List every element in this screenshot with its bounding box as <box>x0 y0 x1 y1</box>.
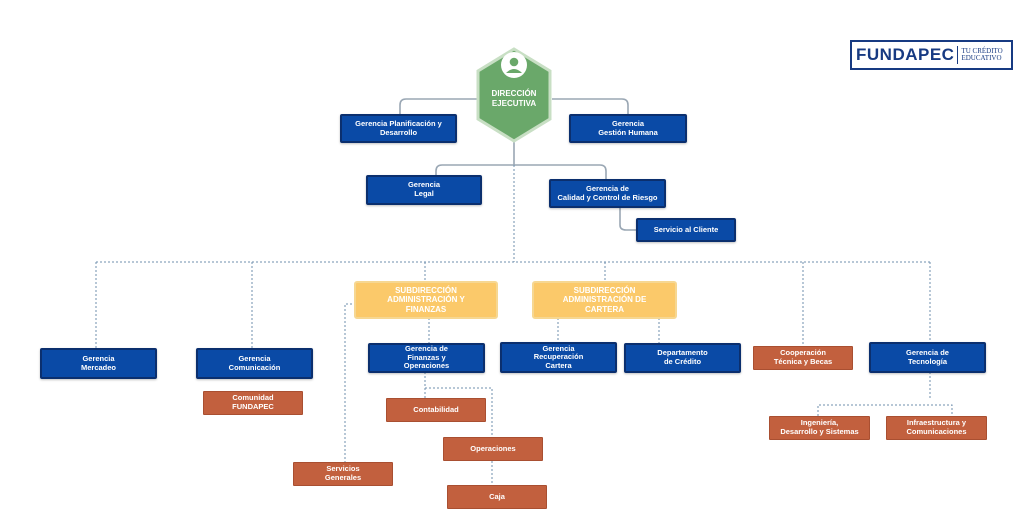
node-tecnologia: Gerencia de Tecnología <box>869 342 986 373</box>
node-sub-admin-finanzas: SUBDIRECCIÓN ADMINISTRACIÓN Y FINANZAS <box>354 281 498 319</box>
node-cooperacion: Cooperación Técnica y Becas <box>753 346 853 370</box>
direccion-ejecutiva-label: DIRECCIÓN EJECUTIVA <box>491 89 537 108</box>
node-planificacion: Gerencia Planificación y Desarrollo <box>340 114 457 143</box>
fundapec-logo: FUNDAPEC TU CRÉDITO EDUCATIVO <box>850 40 1013 70</box>
node-operaciones: Operaciones <box>443 437 543 461</box>
node-contabilidad: Contabilidad <box>386 398 486 422</box>
node-mercadeo: Gerencia Mercadeo <box>40 348 157 379</box>
node-ingenieria: Ingeniería, Desarrollo y Sistemas <box>769 416 870 440</box>
node-servicio-cliente: Servicio al Cliente <box>636 218 736 242</box>
logo-divider <box>957 46 959 64</box>
direccion-ejecutiva-node <box>476 47 552 143</box>
logo-tagline: TU CRÉDITO EDUCATIVO <box>961 46 1003 62</box>
node-servicios-generales: Servicios Generales <box>293 462 393 486</box>
node-finanzas-operaciones: Gerencia de Finanzas y Operaciones <box>368 343 485 373</box>
node-legal: Gerencia Legal <box>366 175 482 205</box>
node-departamento-credito: Departamento de Crédito <box>624 343 741 373</box>
node-infraestructura: Infraestructura y Comunicaciones <box>886 416 987 440</box>
person-icon <box>501 52 527 78</box>
node-comunicacion: Gerencia Comunicación <box>196 348 313 379</box>
node-sub-admin-cartera: SUBDIRECCIÓN ADMINISTRACIÓN DE CARTERA <box>532 281 677 319</box>
node-recuperacion-cartera: Gerencia Recuperación Cartera <box>500 342 617 373</box>
node-calidad: Gerencia de Calidad y Control de Riesgo <box>549 179 666 208</box>
node-caja: Caja <box>447 485 547 509</box>
node-comunidad: Comunidad FUNDAPEC <box>203 391 303 415</box>
node-gestion-humana: Gerencia Gestión Humana <box>569 114 687 143</box>
logo-wordmark: FUNDAPEC <box>856 45 955 64</box>
